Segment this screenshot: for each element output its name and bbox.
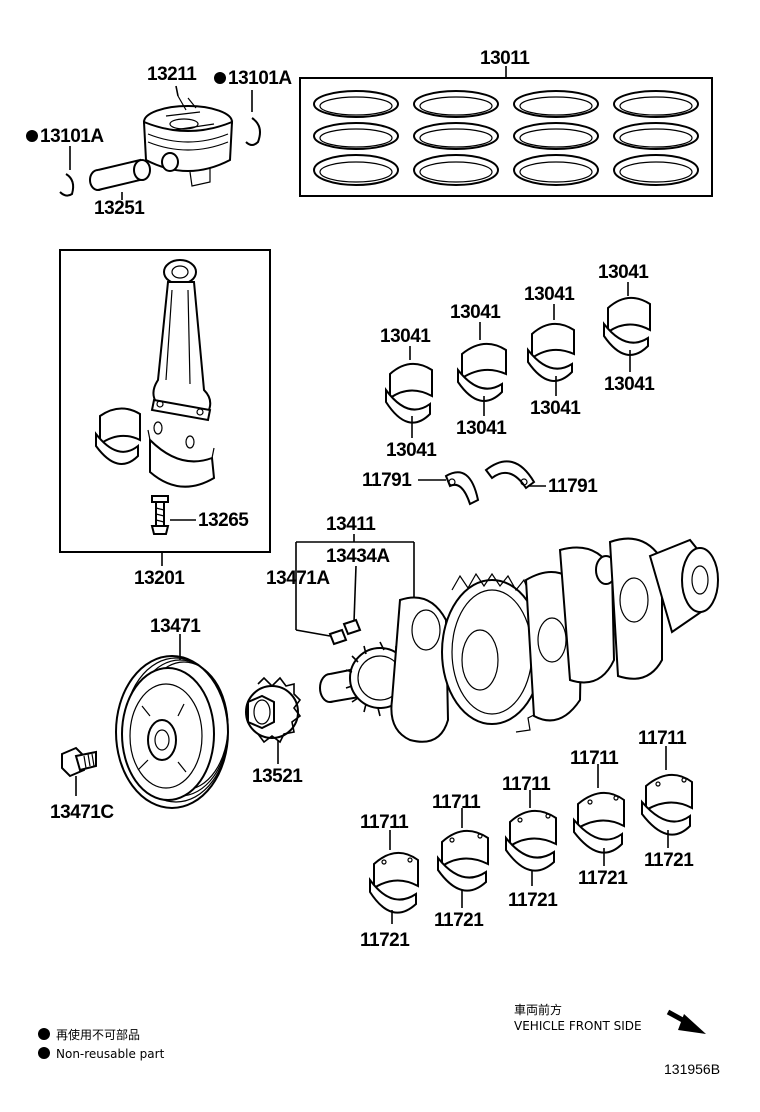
label-13041-a-bottom: 13041 xyxy=(386,440,437,461)
illustration-reference: 131956B xyxy=(664,1061,720,1077)
label-13251: 13251 xyxy=(94,198,145,219)
front-direction-en: VEHICLE FRONT SIDE xyxy=(514,1019,642,1033)
legend-jp: 再使用不可部品 xyxy=(56,1027,140,1042)
main-bearing-b xyxy=(437,830,489,892)
label-11711-b: 11711 xyxy=(432,792,481,813)
conrod-bearing-c xyxy=(527,323,575,382)
label-13041-b-bottom: 13041 xyxy=(456,418,507,439)
label-11721-e: 11721 xyxy=(644,850,694,871)
label-13471a: 13471A xyxy=(266,568,330,589)
front-arrow-icon xyxy=(666,1009,706,1034)
legend-en: Non-reusable part xyxy=(56,1047,165,1061)
piston-pin xyxy=(89,158,151,191)
label-13201: 13201 xyxy=(134,568,185,589)
conrod-bolt xyxy=(150,495,170,535)
label-11711-c: 11711 xyxy=(502,774,551,795)
non-reusable-dot-icon xyxy=(38,1047,50,1059)
thrust-washer-left xyxy=(444,471,480,506)
main-bearing-a xyxy=(369,852,419,914)
legend: 再使用不可部品 Non-reusable part xyxy=(38,1027,165,1061)
label-13471: 13471 xyxy=(150,616,201,637)
label-11791-right: 11791 xyxy=(548,476,598,497)
crankshaft-timing-sprocket xyxy=(245,676,302,744)
main-bearing-e xyxy=(641,774,693,836)
label-13041-d-top: 13041 xyxy=(598,262,649,283)
conrod-bearing-d xyxy=(603,297,651,356)
label-13041-b-top: 13041 xyxy=(450,302,501,323)
label-11711-d: 11711 xyxy=(570,748,619,769)
main-bearing-d xyxy=(573,792,625,854)
label-13041-c-bottom: 13041 xyxy=(530,398,581,419)
non-reusable-dot-icon xyxy=(214,72,226,84)
pulley-bolt xyxy=(61,746,97,778)
label-13211: 13211 xyxy=(147,64,197,85)
piston-ring-set xyxy=(313,90,699,186)
label-13101a-right: 13101A xyxy=(228,68,292,89)
snap-ring-left xyxy=(59,173,75,197)
connecting-rod xyxy=(147,259,216,488)
label-11711-e: 11711 xyxy=(638,728,687,749)
conrod-bearing-in-box xyxy=(95,407,141,465)
label-13041-c-top: 13041 xyxy=(524,284,575,305)
label-11791-left: 11791 xyxy=(362,470,412,491)
front-direction-jp: 車両前方 xyxy=(514,1002,562,1017)
conrod-bearing-a xyxy=(385,363,433,424)
label-13011: 13011 xyxy=(480,48,530,69)
label-13411: 13411 xyxy=(326,514,376,535)
non-reusable-dot-icon xyxy=(26,130,38,142)
conrod-bearing-b xyxy=(457,343,507,402)
label-13101a-left: 13101A xyxy=(40,126,104,147)
crankshaft xyxy=(319,537,719,743)
front-direction: 車両前方 VEHICLE FRONT SIDE xyxy=(514,1002,706,1034)
connecting-rod-box xyxy=(59,249,271,553)
label-13041-d-bottom: 13041 xyxy=(604,374,655,395)
snap-ring-right xyxy=(245,117,261,146)
label-13041-a-top: 13041 xyxy=(380,326,431,347)
thrust-washer-right xyxy=(484,460,536,490)
label-13471c: 13471C xyxy=(50,802,114,823)
label-13521: 13521 xyxy=(252,766,303,787)
piston xyxy=(142,95,234,187)
crankshaft-pulley xyxy=(115,655,229,809)
label-13434a: 13434A xyxy=(326,546,390,567)
label-11721-a: 11721 xyxy=(360,930,410,951)
label-11721-d: 11721 xyxy=(578,868,628,889)
label-11721-c: 11721 xyxy=(508,890,558,911)
label-13265: 13265 xyxy=(198,510,249,531)
label-11711-a: 11711 xyxy=(360,812,409,833)
non-reusable-dot-icon xyxy=(38,1028,50,1040)
label-11721-b: 11721 xyxy=(434,910,484,931)
main-bearing-c xyxy=(505,810,557,872)
